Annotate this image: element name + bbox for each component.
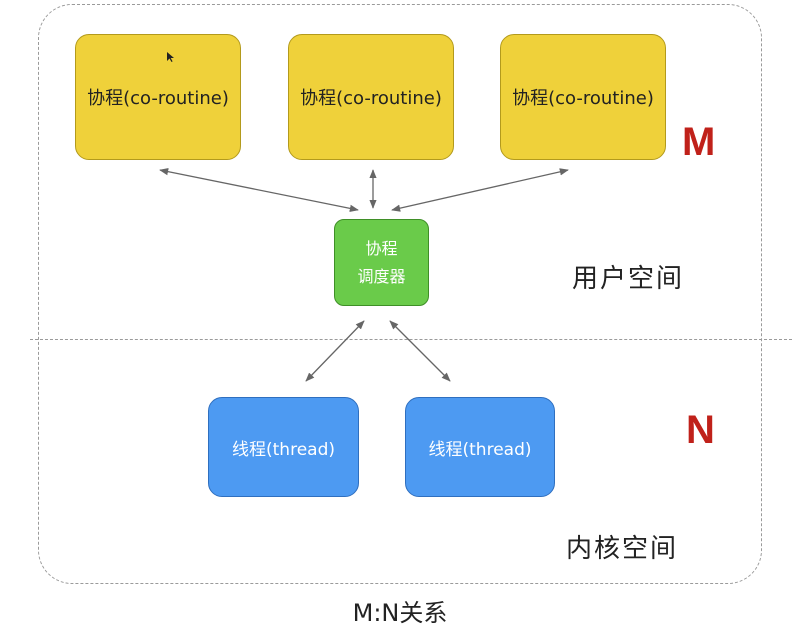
arrow-scheduler-thread-1 — [305, 320, 365, 382]
m-label: M — [682, 120, 716, 164]
arrow-coroutine-1-scheduler — [159, 168, 359, 212]
thread-label: 线程(thread) — [232, 439, 335, 460]
thread-box-1: 线程(thread) — [208, 397, 359, 497]
scheduler-label-line-2: 调度器 — [357, 266, 406, 286]
coroutine-box-1: 协程(co-routine) — [75, 34, 241, 160]
outer-dashed-frame — [38, 4, 762, 584]
arrow-coroutine-3-scheduler — [391, 168, 569, 212]
coroutine-label: 协程(co-routine) — [300, 88, 442, 109]
user-space-label: 用户空间 — [572, 264, 685, 294]
mouse-cursor-icon — [167, 52, 174, 62]
kernel-space-label: 内核空间 — [566, 534, 679, 564]
coroutine-label: 协程(co-routine) — [512, 88, 654, 109]
diagram-caption: M:N关系 — [352, 599, 448, 627]
coroutine-label: 协程(co-routine) — [87, 88, 229, 109]
coroutine-box-2: 协程(co-routine) — [288, 34, 454, 160]
scheduler-label-line-1: 协程 — [365, 238, 398, 258]
coroutine-box-3: 协程(co-routine) — [500, 34, 666, 160]
arrow-scheduler-thread-2 — [389, 320, 451, 382]
thread-box-2: 线程(thread) — [405, 397, 555, 497]
n-label: N — [686, 408, 715, 452]
thread-label: 线程(thread) — [428, 439, 532, 460]
coroutine-scheduler-box: 协程 调度器 — [334, 219, 429, 306]
